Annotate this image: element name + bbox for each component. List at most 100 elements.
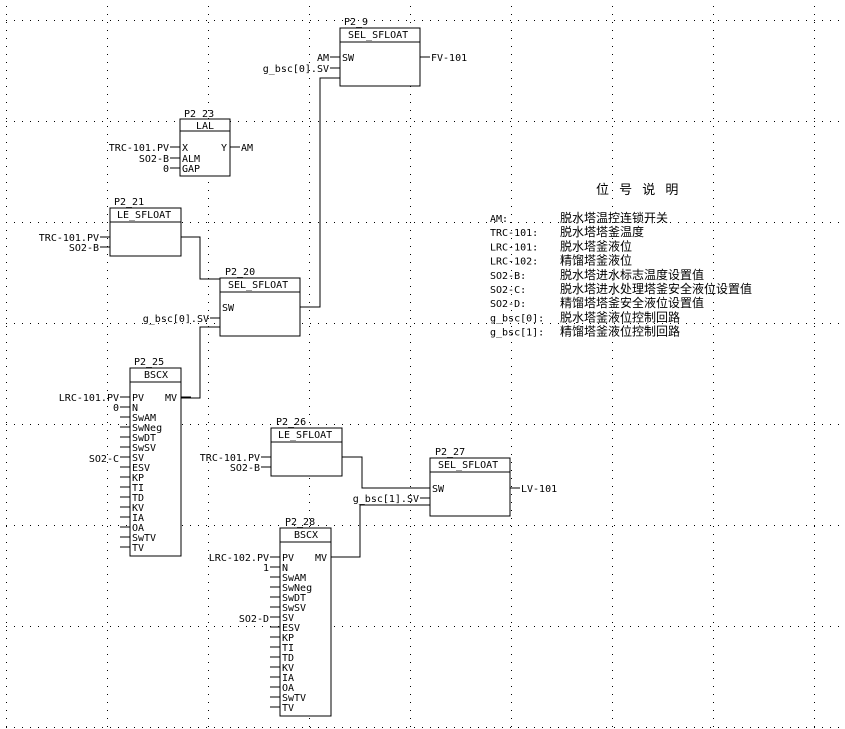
pin-list: PVNSwAMSwNegSwDTSwSVSVESVKPTITDKVIAOASwT…	[120, 393, 191, 554]
block-title: SEL_SFLOAT	[348, 30, 408, 41]
pin-swtv: SwTV	[282, 693, 306, 704]
input-b: SO2-B	[230, 463, 260, 474]
legend-tag: LRC-102:	[490, 257, 538, 268]
block-p2-23[interactable]: P2_23 LAL X ALM GAP Y TRC-101.PV SO2-B 0…	[109, 109, 253, 177]
input-sv: SO2-C	[89, 454, 119, 465]
pin-ia: IA	[132, 513, 144, 524]
input-a: TRC-101.PV	[200, 453, 260, 464]
pin-ia: IA	[282, 673, 294, 684]
input-sv: SO2-D	[239, 614, 269, 625]
pin-n: N	[282, 563, 288, 574]
pin-gap: GAP	[182, 164, 200, 175]
input-pv: LRC-101.PV	[59, 393, 119, 404]
pin-pv: PV	[132, 393, 144, 404]
pin-swneg: SwNeg	[132, 423, 162, 434]
pin-ti: TI	[282, 643, 294, 654]
legend-tag: AM:	[490, 214, 508, 225]
legend-tag: g_bsc[0]:	[490, 313, 544, 324]
pin-kv: KV	[132, 503, 144, 514]
wire-p2-26-to-p2-27	[342, 456, 430, 489]
input-n: 0	[113, 403, 119, 414]
pin-oa: OA	[132, 523, 144, 534]
pin-tv: TV	[132, 543, 144, 554]
block-title: LE_SFLOAT	[117, 210, 171, 221]
pin-swneg: SwNeg	[282, 583, 312, 594]
block-title: BSCX	[294, 530, 318, 541]
pin-n: N	[132, 403, 138, 414]
input-gbsc: g_bsc[0].SV	[263, 64, 329, 75]
input-gap: 0	[163, 164, 169, 175]
pin-kv: KV	[282, 663, 294, 674]
block-p2-21[interactable]: P2_21 LE_SFLOAT TRC-101.PV SO2-B	[39, 197, 182, 257]
block-p2-25[interactable]: P2_25 BSCX PVNSwAMSwNegSwDTSwSVSVESVKPTI…	[59, 357, 191, 557]
pin-esv: ESV	[282, 623, 300, 634]
pin-alm: ALM	[182, 154, 200, 165]
pin-td: TD	[282, 653, 294, 664]
block-p2-20[interactable]: P2_20 SEL_SFLOAT SW g_bsc[0].SV	[143, 267, 301, 337]
pin-ti: TI	[132, 483, 144, 494]
block-title: SEL_SFLOAT	[438, 460, 498, 471]
legend-tag: LRC-101:	[490, 242, 538, 253]
pin-swsv: SwSV	[132, 443, 156, 454]
pin-list: PVNSwAMSwNegSwDTSwSVSVESVKPTITDKVIAOASwT…	[270, 553, 341, 714]
pin-kp: KP	[132, 473, 144, 484]
block-p2-9[interactable]: P2_9 SEL_SFLOAT SW AM g_bsc[0].SV FV-101	[263, 17, 467, 87]
pin-y: Y	[221, 143, 227, 154]
pin-td: TD	[132, 493, 144, 504]
legend-title: 位 号 说 明	[596, 183, 681, 198]
grid-dots	[6, 6, 839, 728]
pin-swam: SwAM	[282, 573, 306, 584]
pin-x: X	[182, 143, 188, 154]
input-b: SO2-B	[69, 243, 99, 254]
legend-tag: SO2-C:	[490, 285, 526, 296]
legend-desc: 脱水塔釜液位控制回路	[560, 309, 680, 324]
pin-kp: KP	[282, 633, 294, 644]
legend-desc: 脱水塔进水标志温度设置值	[560, 267, 704, 282]
legend-desc: 精馏塔釜液位	[560, 253, 632, 268]
legend-desc: 精馏塔塔釜安全液位设置值	[560, 295, 704, 310]
pin-esv: ESV	[132, 463, 150, 474]
legend-desc: 脱水塔温控连锁开关	[560, 210, 668, 225]
wire-p2-28-to-p2-27	[331, 504, 430, 558]
pin-sw: SW	[432, 484, 445, 495]
pin-mv: MV	[315, 553, 327, 564]
pin-pv: PV	[282, 553, 294, 564]
output-am: AM	[241, 143, 253, 154]
pin-swdt: SwDT	[282, 593, 306, 604]
input-pv: LRC-102.PV	[209, 553, 269, 564]
legend-desc: 脱水塔进水处理塔釜安全液位设置值	[560, 281, 752, 296]
pin-oa: OA	[282, 683, 294, 694]
block-label: P2_25	[134, 357, 164, 368]
pin-swdt: SwDT	[132, 433, 156, 444]
block-label: P2_21	[114, 197, 144, 208]
legend-desc: 脱水塔釜液位	[560, 238, 632, 253]
legend-tag: g_bsc[1]:	[490, 328, 544, 339]
output-fv-101: FV-101	[431, 53, 467, 64]
block-title: SEL_SFLOAT	[228, 280, 288, 291]
legend: 位 号 说 明 AM:脱水塔温控连锁开关TRC-101:脱水塔塔釜温度LRC-1…	[490, 183, 752, 339]
block-label: P2_20	[225, 267, 255, 278]
pin-sv: SV	[132, 453, 144, 464]
pin-sv: SV	[282, 613, 294, 624]
pin-mv: MV	[165, 393, 177, 404]
legend-desc: 脱水塔塔釜温度	[560, 224, 644, 239]
input-gbsc: g_bsc[1].SV	[353, 494, 419, 505]
pin-sw: SW	[342, 53, 355, 64]
wire-p2-25-to-p2-20	[181, 326, 220, 399]
pin-sw: SW	[222, 303, 235, 314]
block-p2-27[interactable]: P2_27 SEL_SFLOAT SW g_bsc[1].SV LV-101	[353, 447, 557, 517]
wire-p2-20-to-p2-9	[300, 57, 341, 308]
block-title: BSCX	[144, 370, 168, 381]
input-alm: SO2-B	[139, 154, 169, 165]
input-am: AM	[317, 53, 329, 64]
legend-tag: SO2-B:	[490, 271, 526, 282]
block-title: LE_SFLOAT	[278, 430, 332, 441]
block-p2-28[interactable]: P2_28 BSCX PVNSwAMSwNegSwDTSwSVSVESVKPTI…	[209, 517, 341, 717]
input-x: TRC-101.PV	[109, 143, 169, 154]
block-label: P2_26	[276, 417, 306, 428]
input-gbsc: g_bsc[0].SV	[143, 314, 209, 325]
pin-tv: TV	[282, 703, 294, 714]
input-n: 1	[263, 563, 269, 574]
block-p2-26[interactable]: P2_26 LE_SFLOAT TRC-101.PV SO2-B	[200, 417, 343, 477]
